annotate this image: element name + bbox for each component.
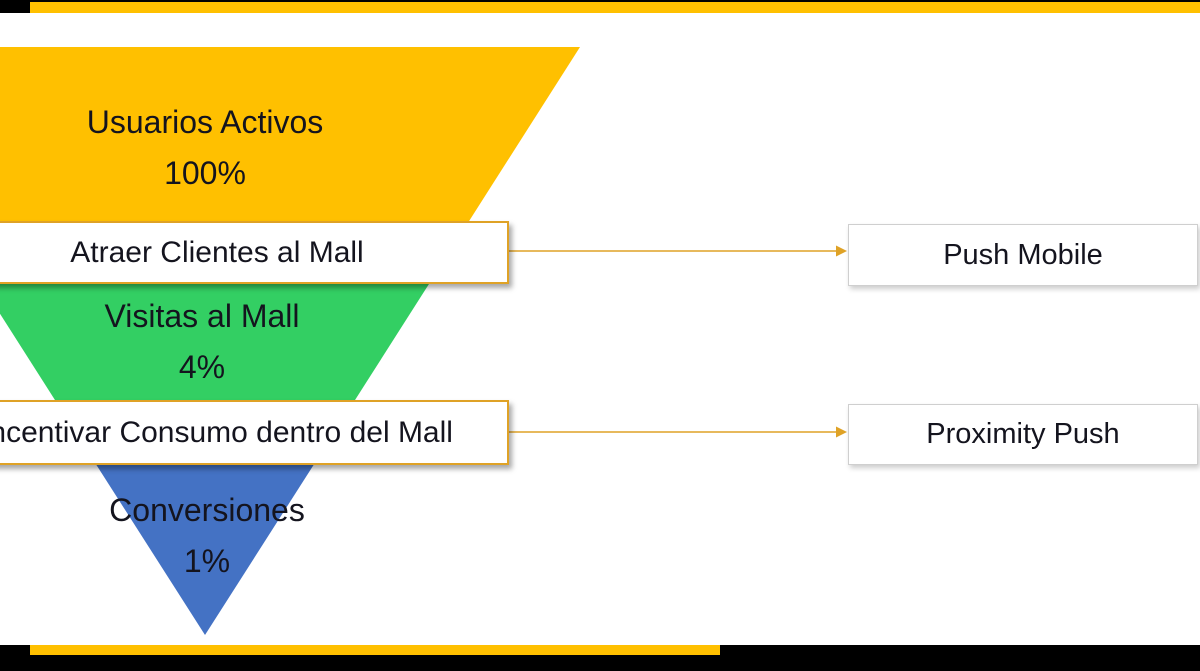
- stage-label: Conversiones: [109, 492, 305, 528]
- target-box-proximity-push: Proximity Push: [848, 404, 1198, 465]
- arrow-head-icon: [836, 245, 847, 257]
- arrow-proximity-push: [508, 426, 847, 438]
- funnel-stage-visitas-shape: [0, 251, 450, 433]
- funnel-stage-visitas-text: Visitas al Mall 4%: [0, 291, 452, 393]
- arrow-head-icon: [836, 426, 847, 438]
- target-box-push-mobile: Push Mobile: [848, 224, 1198, 286]
- target-label: Proximity Push: [926, 418, 1120, 450]
- stage-label: Usuarios Activos: [86, 104, 324, 140]
- callout-label: Atraer Clientes al Mall: [70, 235, 364, 269]
- target-label: Push Mobile: [943, 238, 1103, 271]
- funnel-stage-usuarios-shape: [0, 47, 580, 251]
- funnel-stage-conversiones-text: Conversiones 1%: [0, 485, 457, 587]
- callout-box-incentivar: Incentivar Consumo dentro del Mall: [0, 400, 509, 465]
- stage-value: 100%: [164, 155, 246, 191]
- funnel-stage-conversiones-shape: [76, 433, 334, 635]
- arrow-push-mobile: [508, 245, 847, 257]
- bottom-gold-ribbon: [30, 645, 720, 655]
- top-gold-ribbon: [30, 2, 1200, 13]
- stage-value: 4%: [178, 349, 226, 385]
- callout-label: Incentivar Consumo dentro del Mall: [0, 415, 453, 449]
- callout-box-atraer: Atraer Clientes al Mall: [0, 221, 509, 284]
- funnel-stage-usuarios-text: Usuarios Activos 100%: [0, 97, 455, 199]
- stage-value: 1%: [183, 543, 231, 579]
- stage-label: Visitas al Mall: [104, 298, 300, 334]
